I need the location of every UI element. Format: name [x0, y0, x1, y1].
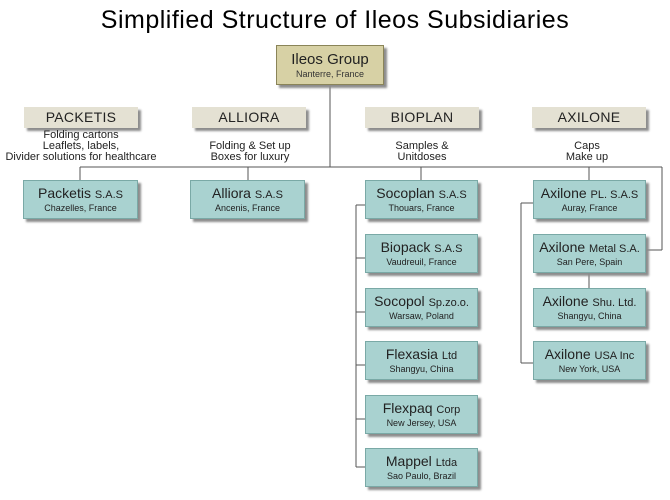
company-location: Shangyu, China — [557, 311, 622, 321]
company-name: Packetis — [38, 185, 91, 201]
division-packetis-header: PACKETIS — [24, 107, 138, 128]
company-suffix: S.A.S — [254, 189, 283, 201]
company-location: New Jersey, USA — [386, 418, 457, 428]
company-location: Thouars, France — [388, 203, 455, 213]
company-flexpaq-corp: Flexpaq Corp New Jersey, USA — [365, 395, 478, 434]
company-location: San Pere, Spain — [556, 257, 623, 267]
company-suffix: S.A.S — [434, 243, 463, 255]
description-line: Divider solutions for healthcare — [5, 151, 157, 163]
description-line: Folding & Set up — [209, 140, 291, 152]
division-bioplan-header: BIOPLAN — [365, 107, 479, 128]
company-location: Vaudreuil, France — [386, 257, 457, 267]
company-location: Chazelles, France — [44, 203, 117, 213]
company-suffix: Corp — [436, 404, 461, 416]
division-axilone-header: AXILONE — [532, 107, 646, 128]
company-axilone-usa-inc: Axilone USA Inc New York, USA — [533, 341, 646, 380]
company-socopol: Socopol Sp.zo.o. Warsaw, Poland — [365, 288, 478, 327]
chart-title: Simplified Structure of Ileos Subsidiari… — [100, 6, 570, 34]
division-axilone-description: Caps Make up — [530, 141, 644, 163]
company-biopack-sas: Biopack S.A.S Vaudreuil, France — [365, 234, 478, 273]
company-location: Ancenis, France — [214, 203, 281, 213]
company-mappel-ltda: Mappel Ltda Sao Paulo, Brazil — [365, 448, 478, 487]
company-suffix: S.A.S — [94, 189, 123, 201]
company-alliora-sas: Alliora S.A.S Ancenis, France — [190, 180, 305, 219]
description-line: Samples & — [395, 140, 449, 152]
company-axilone-shu-ltd: Axilone Shu. Ltd. Shangyu, China — [533, 288, 646, 327]
company-location: Warsaw, Poland — [389, 311, 454, 321]
description-line: Caps — [574, 140, 600, 152]
company-suffix: Ltda — [435, 457, 458, 469]
division-bioplan-description: Samples & Unitdoses — [362, 141, 482, 163]
company-location: Auray, France — [561, 203, 618, 213]
company-name: Axilone — [539, 239, 586, 255]
description-line: Unitdoses — [397, 151, 447, 163]
company-name: Socoplan — [376, 185, 435, 201]
company-axilone-pl-sas: Axilone PL. S.A.S Auray, France — [533, 180, 646, 219]
division-alliora-header: ALLIORA — [192, 107, 306, 128]
root-name: Ileos Group — [291, 51, 369, 68]
company-name: Mappel — [385, 453, 432, 469]
company-socoplan-sas: Socoplan S.A.S Thouars, France — [365, 180, 478, 219]
company-location: Shangyu, China — [389, 364, 454, 374]
description-line: Make up — [565, 151, 609, 163]
division-packetis-description: Folding cartons Leaflets, labels, Divide… — [0, 130, 162, 163]
company-suffix: Ltd — [441, 350, 458, 362]
description-line: Folding cartons — [43, 129, 119, 141]
company-name: Axilone — [544, 346, 591, 362]
company-packetis-sas: Packetis S.A.S Chazelles, France — [23, 180, 138, 219]
company-flexasia-ltd: Flexasia Ltd Shangyu, China — [365, 341, 478, 380]
root-node-ileos-group: Ileos Group Nanterre, France — [276, 45, 384, 85]
company-suffix: S.A.S — [438, 189, 467, 201]
company-name: Flexasia — [385, 346, 438, 362]
company-name: Axilone — [540, 185, 587, 201]
company-suffix: Metal S.A. — [589, 243, 640, 255]
company-axilone-metal-sa: Axilone Metal S.A. San Pere, Spain — [533, 234, 646, 273]
company-name: Biopack — [380, 239, 431, 255]
division-alliora-description: Folding & Set up Boxes for luxury — [182, 141, 318, 163]
company-suffix: Shu. Ltd. — [592, 297, 637, 309]
company-suffix: PL. S.A.S — [590, 189, 639, 201]
company-name: Flexpaq — [382, 400, 433, 416]
company-name: Socopol — [374, 293, 425, 309]
description-line: Boxes for luxury — [210, 151, 290, 163]
description-line: Leaflets, labels, — [42, 140, 120, 152]
company-location: Sao Paulo, Brazil — [386, 471, 457, 481]
company-location: New York, USA — [558, 364, 621, 374]
company-suffix: USA Inc — [594, 350, 635, 362]
root-location: Nanterre, France — [295, 69, 365, 79]
company-suffix: Sp.zo.o. — [428, 297, 469, 309]
company-name: Axilone — [542, 293, 589, 309]
company-name: Alliora — [212, 185, 251, 201]
